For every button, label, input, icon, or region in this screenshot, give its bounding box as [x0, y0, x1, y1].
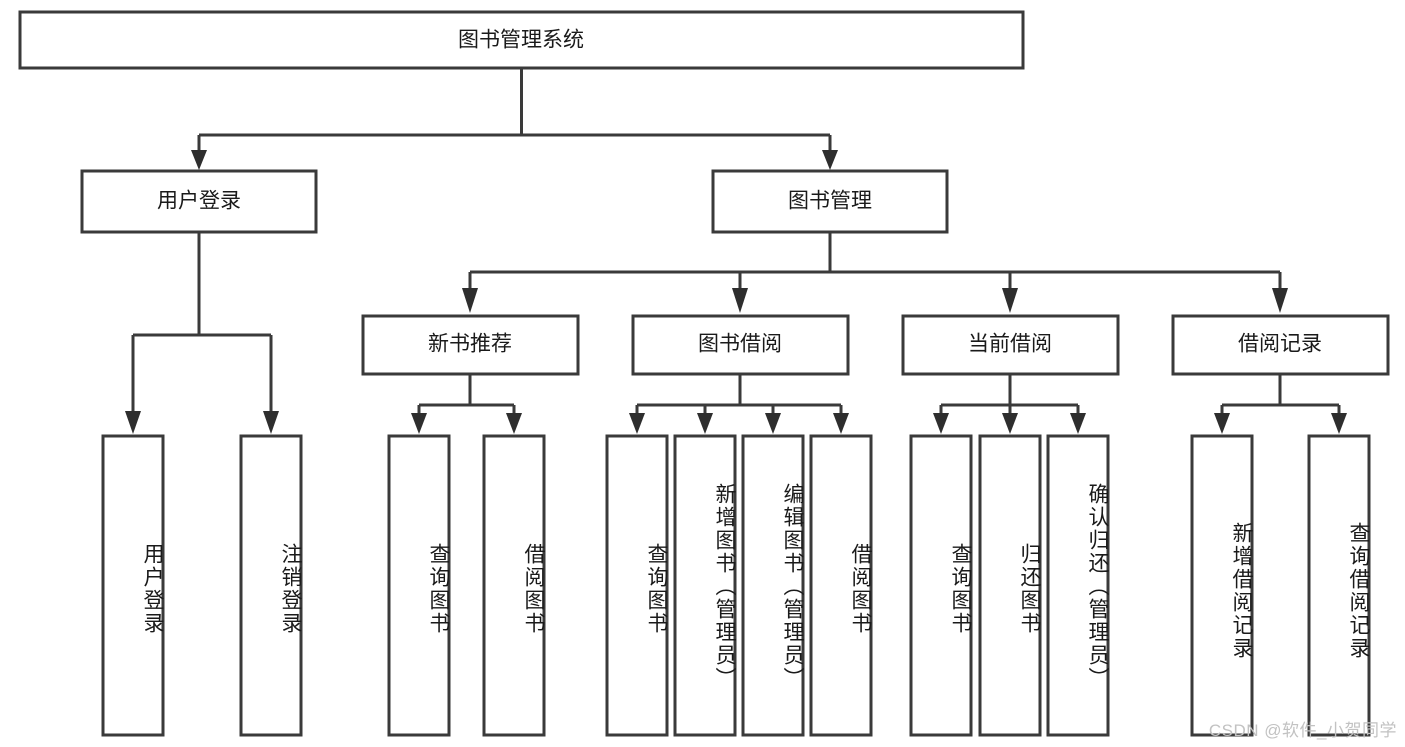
leaf-box-current-borrow-1[interactable]	[909, 434, 973, 737]
leaf-label-borrow-record-2: 查询借阅记录	[1347, 521, 1370, 660]
leaf-box-borrow-record-1[interactable]	[1190, 434, 1254, 737]
leaf-box-current-borrow-3[interactable]	[1046, 434, 1110, 737]
leaf-box-current-borrow-2[interactable]	[978, 434, 1042, 737]
leaf-label-wrap-current-borrow-3: 确认归还（管理员）	[1048, 442, 1109, 731]
node-book-mgmt-box[interactable]	[711, 169, 949, 234]
node-book-borrow-label: 图书借阅	[698, 333, 782, 356]
node-user-login-label: 用户登录	[157, 190, 241, 213]
leaf-label-new-book-2: 借阅图书	[522, 542, 545, 635]
leaf-label-wrap-book-borrow-3: 编辑图书（管理员）	[743, 442, 804, 731]
leaf-label-wrap-current-borrow-1: 查询图书	[911, 446, 972, 731]
arrow-new-book-leaf2	[506, 413, 522, 434]
arrow-book-borrow-leaf2	[697, 413, 713, 434]
leaf-box-new-book-2[interactable]	[482, 434, 546, 737]
node-new-book-recommend-label: 新书推荐	[428, 333, 512, 356]
leaf-label-wrap-book-borrow-2: 新增图书（管理员）	[675, 442, 736, 731]
arrow-to-book-borrow	[732, 288, 748, 313]
leaf-label-new-book-1: 查询图书	[427, 542, 450, 635]
arrow-to-user-login	[191, 150, 207, 170]
node-book-borrow-box[interactable]	[631, 314, 850, 376]
leaf-label-user-login-1: 用户登录	[141, 542, 164, 635]
arrow-current-borrow-leaf1	[933, 413, 949, 434]
node-borrow-record-label: 借阅记录	[1238, 333, 1322, 356]
leaf-box-borrow-record-2[interactable]	[1307, 434, 1371, 737]
leaf-box-user-login-2[interactable]	[239, 434, 303, 737]
arrow-book-borrow-leaf1	[629, 413, 645, 434]
arrow-to-current-borrow	[1002, 288, 1018, 313]
node-user-login-box[interactable]	[80, 169, 318, 234]
leaf-label-wrap-book-borrow-1: 查询图书	[607, 446, 668, 731]
leaf-label-wrap-borrow-record-1: 新增借阅记录	[1192, 450, 1253, 731]
leaf-label-wrap-new-book-2: 借阅图书	[484, 446, 545, 731]
arrow-to-book-mgmt	[822, 150, 838, 170]
leaf-label-wrap-user-login-2: 注销登录	[241, 446, 302, 731]
leaf-label-user-login-2: 注销登录	[279, 542, 302, 635]
leaf-label-wrap-current-borrow-2: 归还图书	[980, 446, 1041, 731]
arrow-to-new-book	[462, 288, 478, 313]
leaf-label-book-borrow-2: 新增图书（管理员）	[713, 483, 736, 690]
leaf-label-book-borrow-1: 查询图书	[645, 542, 668, 635]
node-new-book-recommend-box[interactable]	[361, 314, 580, 376]
arrow-new-book-leaf1	[411, 413, 427, 434]
node-borrow-record-box[interactable]	[1171, 314, 1390, 376]
leaf-box-book-borrow-4[interactable]	[809, 434, 873, 737]
arrow-to-borrow-record	[1272, 288, 1288, 313]
arrow-user-login-leaf2	[263, 411, 279, 434]
leaf-label-current-borrow-1: 查询图书	[949, 542, 972, 635]
leaf-label-current-borrow-3: 确认归还（管理员）	[1086, 483, 1109, 690]
arrow-book-borrow-leaf4	[833, 413, 849, 434]
leaf-box-book-borrow-3[interactable]	[741, 434, 805, 737]
leaf-label-book-borrow-4: 借阅图书	[849, 542, 872, 635]
leaf-box-user-login-1[interactable]	[101, 434, 165, 737]
leaf-box-book-borrow-2[interactable]	[673, 434, 737, 737]
node-root-box[interactable]	[18, 10, 1025, 70]
arrow-current-borrow-leaf2	[1002, 413, 1018, 434]
arrow-borrow-record-leaf1	[1214, 413, 1230, 434]
node-current-borrow-box[interactable]	[901, 314, 1120, 376]
arrow-user-login-leaf1	[125, 411, 141, 434]
node-root-label: 图书管理系统	[458, 29, 584, 52]
leaf-label-wrap-borrow-record-2: 查询借阅记录	[1309, 450, 1370, 731]
leaf-label-wrap-book-borrow-4: 借阅图书	[811, 446, 872, 731]
arrow-borrow-record-leaf2	[1331, 413, 1347, 434]
nodes-group: 图书管理系统 用户登录 图书管理 新书推荐 图书借阅 当前借阅 借阅记录	[18, 10, 1390, 737]
arrow-current-borrow-leaf3	[1070, 413, 1086, 434]
edges-group	[125, 68, 1347, 434]
leaf-label-borrow-record-1: 新增借阅记录	[1230, 521, 1253, 660]
node-book-mgmt-label: 图书管理	[788, 190, 872, 213]
csdn-watermark: CSDN @软件_小贺同学	[1208, 721, 1397, 740]
leaf-box-book-borrow-1[interactable]	[605, 434, 669, 737]
leaf-label-wrap-new-book-1: 查询图书	[389, 446, 450, 731]
arrow-book-borrow-leaf3	[765, 413, 781, 434]
leaf-label-current-borrow-2: 归还图书	[1018, 542, 1041, 635]
leaf-label-book-borrow-3: 编辑图书（管理员）	[781, 483, 804, 690]
leaf-label-wrap-user-login-1: 用户登录	[103, 446, 164, 731]
node-current-borrow-label: 当前借阅	[968, 333, 1052, 356]
leaf-box-new-book-1[interactable]	[387, 434, 451, 737]
